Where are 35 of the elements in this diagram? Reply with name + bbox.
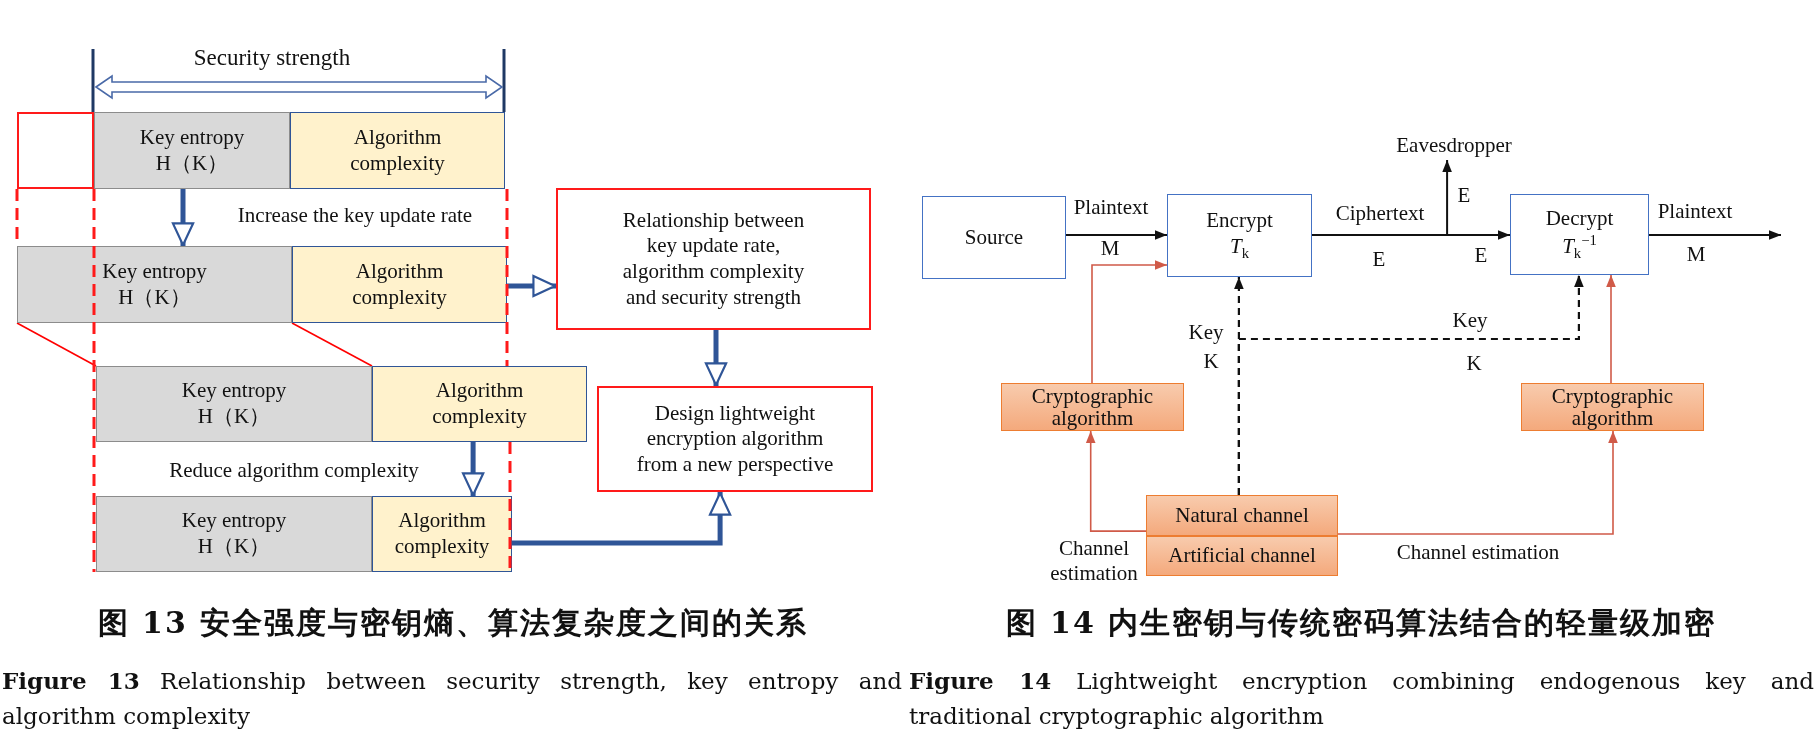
arrow	[512, 491, 732, 546]
arrow	[704, 330, 728, 387]
bar-segment: Key entropy H（K）	[94, 112, 290, 189]
arrow	[1065, 230, 1168, 240]
arrow	[1648, 230, 1782, 240]
figure-caption: Figure 13 Relationship between security strength, key entropy and algorithm complexity	[2, 666, 902, 731]
process-box: Design lightweight encryption algorithm from a new perspective	[597, 386, 873, 492]
process-box: Natural channel	[1146, 495, 1338, 536]
arrow	[1085, 430, 1147, 532]
arrow	[1091, 260, 1168, 384]
arrow	[1606, 274, 1616, 384]
process-box: Source	[922, 196, 1066, 279]
process-box: Cryptographic algorithm	[1521, 383, 1704, 431]
arrow	[171, 189, 195, 247]
bar-segment: Algorithm complexity	[292, 246, 507, 323]
figure-caption: 图 13 安全强度与密钥熵、算法复杂度之间的关系	[97, 605, 809, 641]
process-box: Relationship between key update rate, algorithm complexity and security strength	[556, 188, 871, 330]
process-box: Cryptographic algorithm	[1001, 383, 1184, 431]
bar-segment: Key entropy H（K）	[96, 496, 372, 572]
dashed-arrow	[1237, 275, 1584, 495]
bar-segment: Key entropy H（K）	[96, 366, 372, 442]
arrow	[507, 274, 557, 298]
bar-segment: Algorithm complexity	[372, 366, 587, 442]
arrow	[1311, 159, 1452, 236]
figure-caption: Figure 14 Lightweight encryption combining endogenous key and traditional cryptographic algorithm	[909, 666, 1814, 731]
process-box: Artificial channel	[1146, 536, 1338, 576]
bar-segment: Algorithm complexity	[290, 112, 505, 189]
connector-line	[291, 322, 373, 367]
node-label: Eavesdropper	[1386, 132, 1522, 160]
bar-segment: Key entropy H（K）	[17, 246, 292, 323]
arrow	[461, 442, 485, 497]
figure-caption: 图 14 内生密钥与传统密码算法结合的轻量级加密	[1005, 605, 1717, 641]
bar-segment: Algorithm complexity	[372, 496, 512, 572]
process-box: Encrypt T$_{k}$	[1167, 194, 1312, 277]
arrow	[1337, 430, 1618, 535]
